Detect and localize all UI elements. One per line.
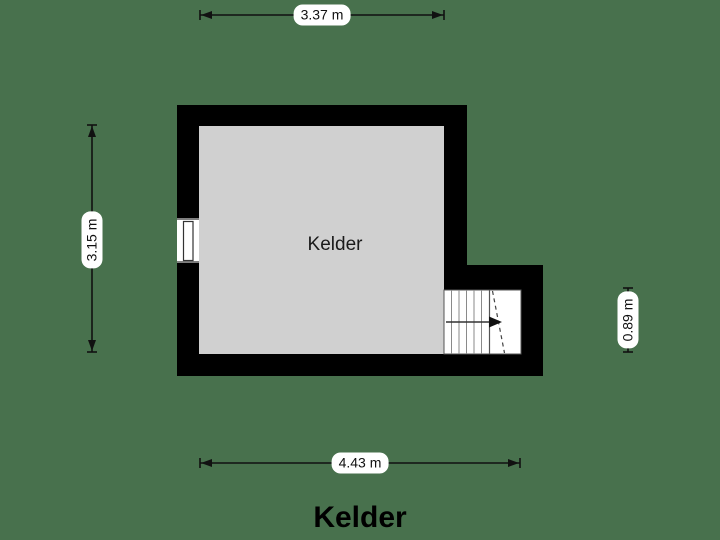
dimension-label-right: 0.89 m bbox=[617, 291, 639, 349]
staircase bbox=[443, 289, 522, 355]
kelder-floor bbox=[199, 126, 444, 354]
window-glass bbox=[182, 220, 194, 262]
dimension-label-bottom: 4.43 m bbox=[331, 452, 389, 474]
page-title: Kelder bbox=[313, 501, 407, 534]
dimension-label-left: 3.15 m bbox=[81, 211, 103, 269]
room-label: Kelder bbox=[307, 234, 363, 255]
dimension-label-top: 3.37 m bbox=[293, 4, 351, 26]
stairs-direction-arrow-icon bbox=[446, 316, 502, 328]
window-icon bbox=[177, 218, 199, 263]
